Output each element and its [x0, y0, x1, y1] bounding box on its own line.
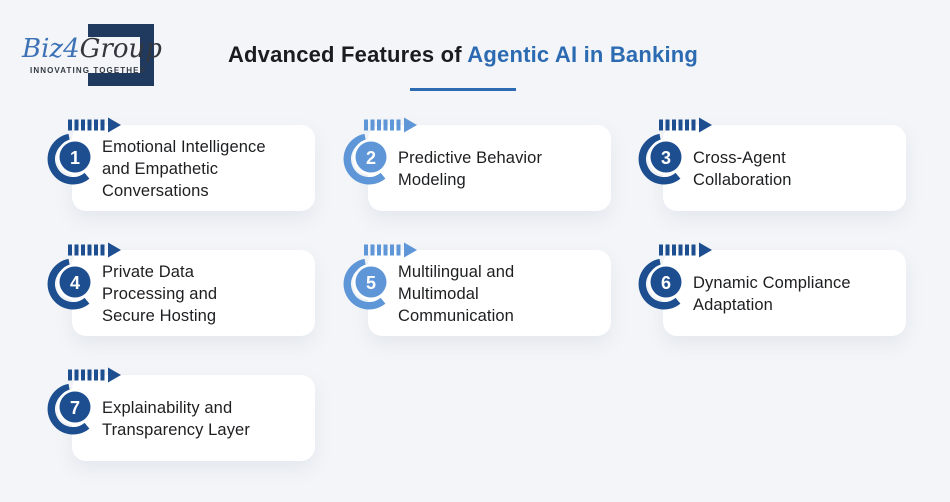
arrow-head-icon — [404, 117, 417, 133]
feature-title: Private Data Processing and Secure Hosti… — [102, 263, 218, 325]
arrow-dashes-icon — [659, 244, 696, 256]
feature-card: 2 Predictive Behavior Modeling — [343, 117, 611, 211]
page-title-prefix: Advanced Features of — [227, 42, 468, 67]
arrow-dashes-icon — [68, 244, 105, 256]
badge-circle — [355, 141, 387, 173]
arrow-dashes-icon — [364, 119, 401, 131]
title-underline — [410, 88, 516, 91]
arrow-dashes-icon — [68, 119, 105, 131]
feature-title: Emotional Intelligence and Empathetic Co… — [102, 138, 266, 200]
feature-title: Cross-Agent Collaboration — [693, 149, 792, 189]
numbered-arrow-badge: 5 — [343, 242, 417, 310]
badge-number: 6 — [661, 273, 671, 293]
arrow-dashes-icon — [659, 119, 696, 131]
logo-wordmark: Biz4Group — [22, 34, 162, 64]
badge-number: 7 — [70, 398, 80, 418]
logo-text-group: Group — [79, 34, 162, 64]
arrow-head-icon — [108, 117, 121, 133]
arrow-dashes-icon — [68, 369, 105, 381]
page-title: Advanced Features of Agentic AI in Banki… — [0, 42, 926, 68]
feature-card: 6 Dynamic Compliance Adaptation — [638, 242, 906, 336]
badge-number: 3 — [661, 148, 671, 168]
numbered-arrow-badge: 2 — [343, 117, 417, 185]
biz4group-logo: Biz4Group INNOVATING TOGETHER — [20, 8, 180, 88]
page-title-highlight: Agentic AI in Banking — [467, 42, 699, 67]
numbered-arrow-badge: 3 — [638, 117, 712, 185]
logo-text-biz: Biz — [22, 34, 64, 64]
arrow-dashes-icon — [364, 244, 401, 256]
badge-circle — [355, 266, 387, 298]
badge-circle — [650, 141, 682, 173]
feature-card: 7 Explainability and Transparency Layer — [47, 367, 315, 461]
numbered-arrow-badge: 6 — [638, 242, 712, 310]
logo-bracket-shape — [88, 24, 154, 86]
feature-card: 4 Private Data Processing and Secure Hos… — [47, 242, 315, 336]
feature-card: 3 Cross-Agent Collaboration — [638, 117, 906, 211]
badge-arc — [47, 258, 90, 310]
badge-number: 5 — [366, 273, 376, 293]
arrow-head-icon — [108, 242, 121, 258]
badge-arc — [47, 383, 90, 435]
badge-arc — [343, 258, 386, 310]
badge-number: 4 — [70, 273, 80, 293]
arrow-head-icon — [699, 117, 712, 133]
badge-arc — [638, 133, 681, 185]
logo-text-4: 4 — [63, 34, 80, 64]
arrow-head-icon — [404, 242, 417, 258]
numbered-arrow-badge: 1 — [47, 117, 121, 185]
logo-tagline: INNOVATING TOGETHER — [30, 66, 147, 75]
badge-circle — [59, 391, 91, 423]
badge-arc — [638, 258, 681, 310]
badge-circle — [59, 141, 91, 173]
badge-circle — [650, 266, 682, 298]
feature-card: 1 Emotional Intelligence and Empathetic … — [47, 117, 315, 211]
badge-arc — [343, 133, 386, 185]
feature-title: Multilingual and Multimodal Communicatio… — [398, 263, 515, 325]
feature-title: Predictive Behavior Modeling — [398, 149, 543, 189]
badge-circle — [59, 266, 91, 298]
arrow-head-icon — [108, 367, 121, 383]
numbered-arrow-badge: 7 — [47, 367, 121, 435]
arrow-head-icon — [699, 242, 712, 258]
badge-number: 1 — [70, 148, 80, 168]
feature-title: Explainability and Transparency Layer — [102, 399, 250, 439]
feature-card: 5 Multilingual and Multimodal Communicat… — [343, 242, 611, 336]
feature-title: Dynamic Compliance Adaptation — [693, 274, 851, 314]
numbered-arrow-badge: 4 — [47, 242, 121, 310]
badge-number: 2 — [366, 148, 376, 168]
badge-arc — [47, 133, 90, 185]
